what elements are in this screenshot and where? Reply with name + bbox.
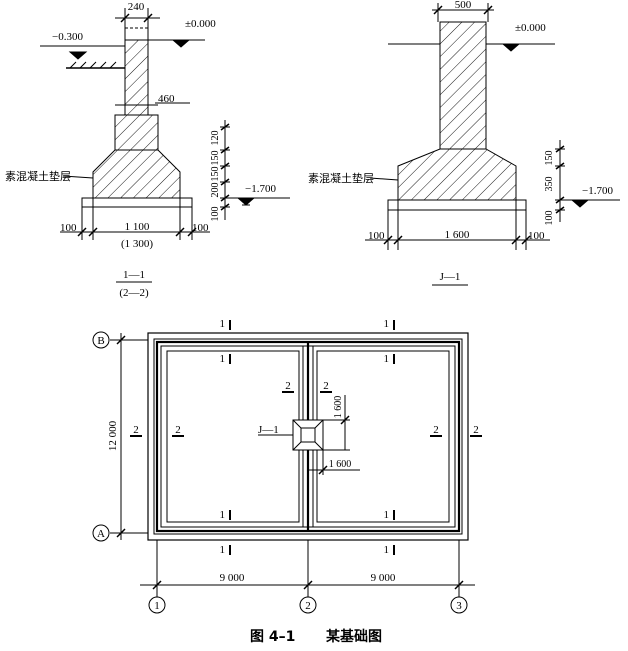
dim-left: 100 [60,222,77,234]
axis-a-bubble [92,524,110,542]
footing-step [114,114,159,151]
section-1-1-text: 240 ±0.000 −0.300 460 素混凝土垫层 120 150 150… [5,1,276,299]
room-right [316,350,450,523]
span-1-dim: 9 000 [220,572,245,584]
wall-width-dim: 240 [128,1,145,13]
wall [124,39,149,116]
cut-1-label: 1 [384,509,390,521]
figure-number: 图 4–1 [250,629,295,645]
elevation-marker [171,39,191,48]
axis-2-label: 2 [305,600,311,612]
cut-2-label: 2 [175,424,181,436]
ground-elevation: ±0.000 [185,18,216,30]
cut-1-label: 1 [220,544,226,556]
j-dim-mid: 1 600 [445,229,470,241]
cut-2-label: 2 [323,380,329,392]
column-pad [387,199,527,211]
axis-1-bubble [148,596,166,614]
column-footing [397,148,517,201]
section-label-bottom: (2—2) [119,287,149,299]
exterior-elevation: −0.300 [52,31,83,43]
axis-a-label: A [97,528,105,540]
j-section-label: J—1 [440,271,461,283]
j-dim-v-2: 350 [544,177,555,192]
j-dim-right: 100 [528,230,545,242]
foundation-plan-text: B A 1 2 3 12 000 9 000 9 000 1 1 1 1 1 1… [97,318,479,612]
room-left [166,350,300,523]
pad-label: 素混凝土垫层 [5,169,71,183]
dim-v-3: 150 [210,167,221,182]
foundation-plan [92,320,482,614]
cut-2-label: 2 [433,424,439,436]
j-ground-elevation: ±0.000 [515,22,546,34]
dim-v-2: 150 [210,151,221,166]
bottom-elevation: −1.700 [245,183,276,195]
figure-caption: 图 4–1 某基础图 [250,628,382,645]
footing [92,149,181,199]
footing-dim-h: 1 600 [329,459,352,470]
span-2-dim: 9 000 [371,572,396,584]
axis-3-label: 3 [456,600,462,612]
j-dim-v-1: 150 [544,151,555,166]
section-label-top: 1—1 [123,269,145,281]
cut-1-label: 1 [384,318,390,330]
j-bottom-elevation: −1.700 [582,185,613,197]
section-1-1 [40,8,290,283]
footing-dim-v: 1 600 [333,396,344,419]
cut-2-label: 2 [473,424,479,436]
footing-label: J—1 [258,424,279,436]
section-j-1 [365,3,620,286]
axis-b-bubble [92,331,110,349]
cut-1-label: 1 [220,318,226,330]
column [439,21,487,150]
concrete-pad [81,197,193,208]
axis-3-bubble [450,596,468,614]
axis-2-bubble [299,596,317,614]
j-dim-v-3: 100 [544,211,555,226]
cut-1-label: 1 [384,353,390,365]
dim-right: 100 [192,222,209,234]
axis-b-label: B [97,335,104,347]
cut-1-label: 1 [220,509,226,521]
dim-v-1: 120 [210,131,221,146]
column-width-dim: 500 [455,0,472,11]
section-j-1-text: 500 ±0.000 素混凝土垫层 150 350 100 −1.700 100… [308,0,613,283]
dim-mid-alt: (1 300) [121,238,153,250]
dim-v-4: 200 [210,183,221,198]
cut-2-label: 2 [133,424,139,436]
dim-v-5: 100 [210,207,221,222]
dim-mid: 1 100 [125,221,150,233]
step-width-dim: 460 [158,93,175,105]
cut-1-label: 1 [384,544,390,556]
cut-2-label: 2 [285,380,291,392]
axis-1-label: 1 [154,600,160,612]
figure-title: 某基础图 [326,628,382,645]
j-dim-left: 100 [368,230,385,242]
cut-1-label: 1 [220,353,226,365]
plan-height-dim: 12 000 [107,420,119,451]
j-pad-label: 素混凝土垫层 [308,171,374,185]
